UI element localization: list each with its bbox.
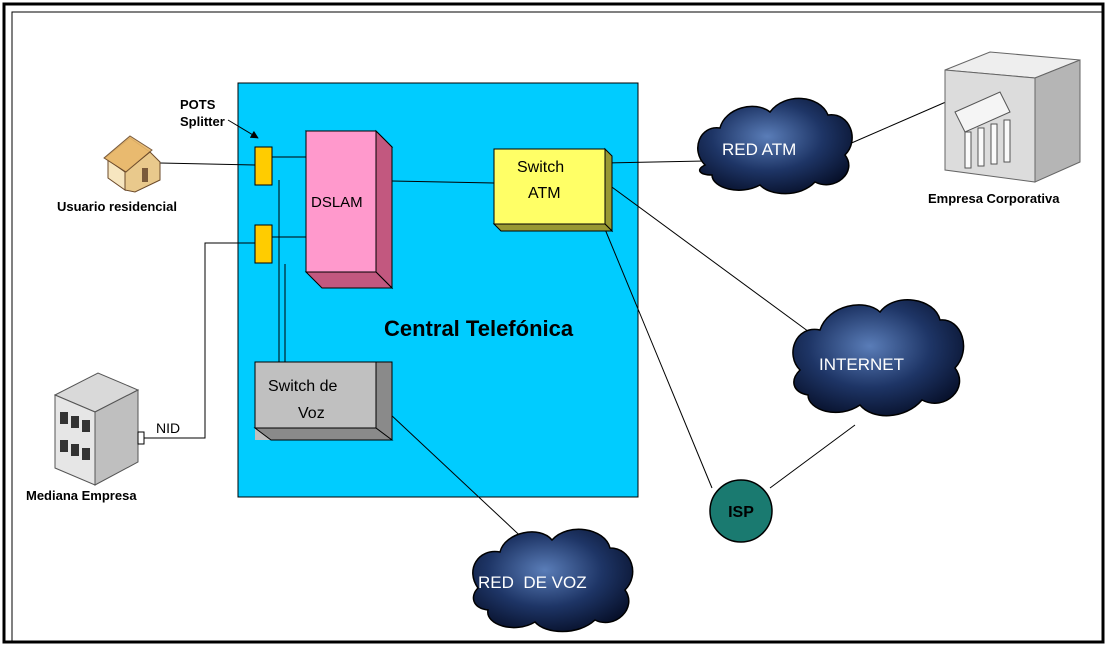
link-nid-splitter bbox=[144, 242, 255, 439]
pots-pointer bbox=[227, 119, 259, 139]
isp-node bbox=[709, 479, 773, 543]
link-isp-internet bbox=[769, 424, 856, 489]
building-mediana-icon bbox=[53, 372, 145, 486]
link-house-splitter bbox=[159, 162, 256, 166]
link-switch-atm-internet bbox=[604, 181, 821, 341]
red-de-voz-cloud bbox=[472, 528, 634, 633]
red-atm-cloud bbox=[697, 97, 853, 195]
mediana-empresa-label: Mediana Empresa bbox=[26, 488, 137, 503]
switch-voz-label-2: Voz bbox=[298, 405, 325, 422]
link-red-atm-corporativa bbox=[839, 97, 956, 149]
house-icon bbox=[103, 135, 161, 193]
dslam-box bbox=[304, 129, 394, 290]
pots-label-1: POTS bbox=[180, 97, 216, 112]
inner-frame bbox=[11, 11, 1104, 643]
internet-cloud bbox=[792, 299, 965, 417]
pots-splitter-2 bbox=[254, 224, 273, 264]
link-switch-voz-red-voz bbox=[374, 399, 531, 546]
switch-atm-label-1: Switch bbox=[517, 159, 564, 176]
pots-splitter-1 bbox=[254, 146, 273, 186]
switch-atm-box bbox=[492, 147, 614, 233]
link-switch-atm-red-atm bbox=[604, 160, 706, 164]
nid-label: NID bbox=[156, 420, 180, 436]
usuario-residencial-label: Usuario residencial bbox=[57, 199, 177, 214]
switch-atm-label-2: ATM bbox=[528, 185, 561, 202]
link-switch-atm-isp bbox=[594, 204, 713, 489]
central-telefonica-label: Central Telefónica bbox=[384, 316, 574, 341]
connection-lines bbox=[144, 97, 956, 546]
dslam-label: DSLAM bbox=[311, 194, 363, 211]
red-de-voz-label: RED DE VOZ bbox=[478, 573, 587, 592]
link-dslam-switch-atm bbox=[391, 180, 495, 184]
building-corporativa-icon bbox=[944, 51, 1081, 183]
red-atm-label: RED ATM bbox=[722, 140, 796, 159]
internet-label: INTERNET bbox=[819, 355, 904, 374]
isp-label: ISP bbox=[728, 504, 754, 521]
switch-voz-box bbox=[253, 361, 394, 441]
pots-label-2: Splitter bbox=[180, 114, 225, 129]
empresa-corporativa-label: Empresa Corporativa bbox=[928, 191, 1060, 206]
switch-voz-label-1: Switch de bbox=[268, 378, 337, 395]
